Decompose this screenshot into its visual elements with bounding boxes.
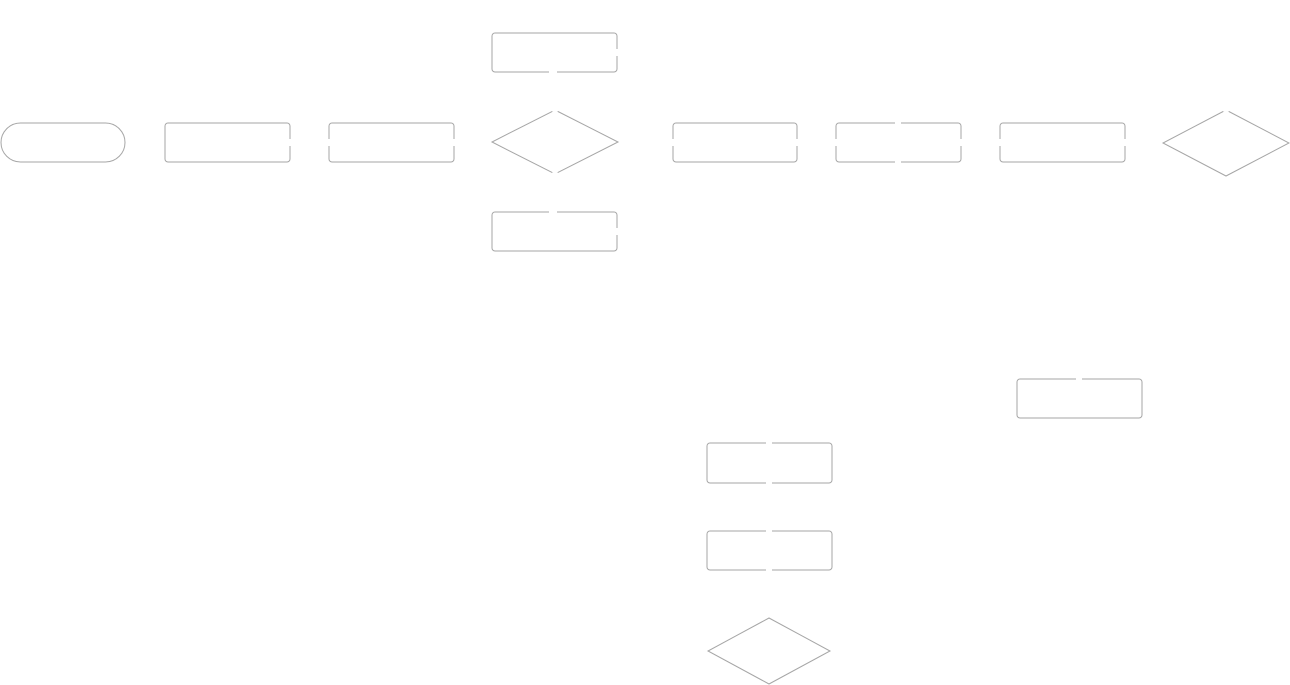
process-step-3 [671,122,799,163]
decision-1-diamond [490,108,620,176]
start-terminator [0,122,126,163]
decision-3-diamond [706,617,832,685]
process-sub-step-2 [706,529,833,572]
process-upper-branch [491,32,619,74]
process-step-4 [834,121,963,164]
process-step-5 [998,122,1127,163]
process-sub-step-1 [706,441,833,485]
process-step-2 [327,122,456,163]
process-side-step [1016,377,1143,419]
process-lower-branch [491,210,619,252]
decision-2-diamond [1161,108,1290,177]
process-step-1 [164,122,292,163]
